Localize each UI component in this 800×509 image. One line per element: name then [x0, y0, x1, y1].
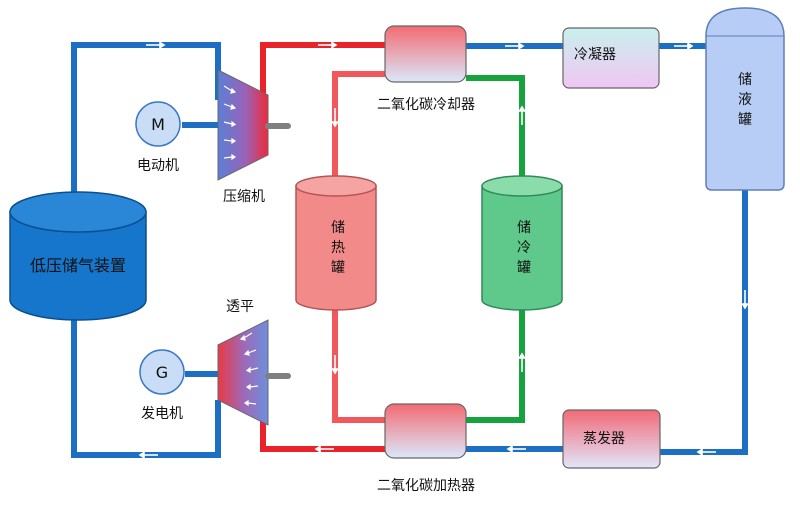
flow-arrow-left: [138, 451, 158, 459]
gas-storage-tank: 低压储气装置: [9, 191, 147, 321]
gas-storage-top: [9, 191, 147, 233]
co2-cooler-label: 二氧化碳冷却器: [377, 97, 475, 113]
condenser-label: 冷凝器: [574, 47, 616, 63]
cold-tank-label-3: 罐: [517, 260, 531, 276]
pipe-cold-tank-to-cooler: [466, 75, 525, 182]
pipe-heat-tank-to-heater: [332, 308, 385, 423]
turbine-label: 透平: [226, 299, 254, 315]
pipe-network: [71, 41, 749, 459]
evaporator-box: [562, 409, 661, 469]
co2-cooler: 二氧化碳冷却器: [377, 25, 475, 113]
motor-label: 电动机: [137, 158, 179, 174]
flow-arrow-up: [518, 352, 526, 372]
co2-cooler-box: [384, 25, 467, 83]
flow-arrow-down: [741, 290, 749, 310]
turbine: 透平: [217, 299, 291, 426]
flow-arrow-left: [506, 445, 526, 453]
turbine-body: [217, 319, 269, 426]
flow-arrow-up: [518, 105, 526, 125]
evaporator: 蒸发器: [562, 409, 661, 469]
flow-arrow-left: [314, 445, 334, 453]
liquid-tank-label-3: 罐: [738, 112, 752, 128]
heat-tank-label-3: 罐: [331, 260, 345, 276]
co2-heater-box: [384, 403, 467, 459]
motor-symbol: M: [151, 115, 165, 134]
condenser-box: [562, 27, 660, 89]
heat-tank-label-2: 热: [331, 240, 345, 256]
gas-storage-body: [9, 211, 147, 321]
cold-tank-top: [481, 175, 563, 197]
heat-tank-label-1: 储: [331, 220, 345, 236]
pipe-liquid-tank-to-evaporator: [660, 190, 748, 455]
motor: M 电动机: [135, 101, 181, 174]
cold-tank-label-2: 冷: [517, 240, 531, 256]
flow-arrow-left: [696, 448, 716, 456]
flow-arrow-right: [505, 42, 525, 50]
liquid-tank-label-2: 液: [738, 92, 752, 108]
heat-tank-body: [295, 185, 377, 311]
generator-circle: [139, 349, 185, 395]
motor-circle: [135, 101, 181, 147]
cold-tank-body: [481, 185, 563, 311]
co2-heater: 二氧化碳加热器: [377, 403, 475, 494]
pipe-compressor-to-cooler: [260, 42, 385, 105]
heat-storage-tank: 储 热 罐: [295, 175, 377, 311]
compressor-label: 压缩机: [223, 189, 265, 205]
flow-arrow-down: [331, 355, 339, 375]
generator: G 发电机: [139, 349, 185, 422]
liquid-tank-label-1: 储: [738, 72, 752, 88]
cold-storage-tank: 储 冷 罐: [481, 175, 563, 311]
flow-arrow-right: [146, 41, 166, 49]
co2-heater-label: 二氧化碳加热器: [377, 478, 475, 494]
compressor-blade-arrows: [223, 85, 237, 161]
flow-arrow-down: [331, 108, 339, 128]
flow-arrow-right: [674, 42, 694, 50]
heat-tank-top: [295, 175, 377, 197]
cold-tank-label-1: 储: [517, 220, 531, 236]
flow-arrow-right: [318, 41, 338, 49]
evaporator-label: 蒸发器: [583, 431, 625, 447]
generator-label: 发电机: [141, 406, 183, 422]
pipe-cooler-to-heat-tank: [332, 71, 385, 182]
turbine-blade-arrows: [239, 332, 259, 407]
gas-storage-label: 低压储气装置: [30, 256, 126, 275]
pipe-heater-to-cold-tank: [466, 308, 525, 423]
condenser: 冷凝器: [562, 27, 660, 89]
liquid-tank-body: [705, 7, 785, 191]
compressor-body: [217, 69, 269, 181]
liquid-tank: 储 液 罐: [705, 7, 785, 191]
flow-arrows: [138, 41, 749, 459]
generator-symbol: G: [156, 363, 168, 382]
compressor: 压缩机: [217, 69, 291, 205]
